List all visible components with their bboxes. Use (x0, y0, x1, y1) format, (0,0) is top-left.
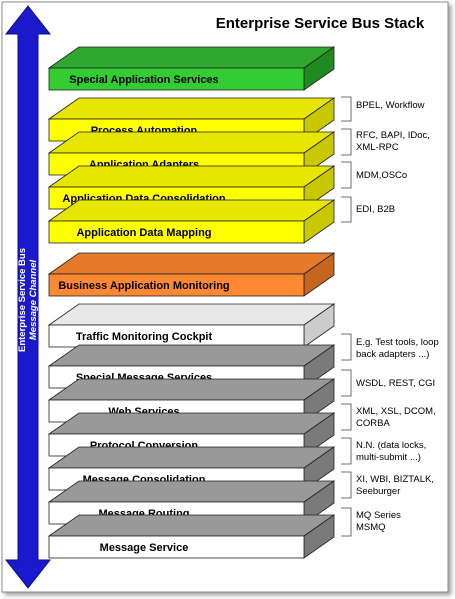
note-wsdl: WSDL, REST, CGI (341, 369, 435, 397)
note-bracket (341, 471, 352, 499)
note-bracket (341, 96, 352, 122)
note-text-line2: multi-submit ...) (356, 452, 421, 463)
diagram-title: Enterprise Service Bus Stack (216, 15, 425, 32)
note-text-line1: N.N. (data locks, (356, 440, 426, 451)
note-bracket (341, 128, 352, 156)
note-text: WSDL, REST, CGI (356, 378, 435, 389)
layer-front-face (48, 273, 305, 297)
note-text-line2: back adapters ...) (356, 349, 429, 360)
layer-label: Special Application Services (69, 74, 218, 86)
note-bracket (341, 403, 352, 431)
note-text-line2: XML-RPC (356, 142, 399, 153)
layer-label: Message Service (100, 542, 189, 554)
note-bracket (341, 161, 352, 189)
note-text-line1: XML, XSL, DCOM, (356, 406, 436, 417)
layer-front-face (48, 535, 305, 559)
note-text: EDI, B2B (356, 204, 395, 215)
layer-label: Application Data Mapping (76, 227, 211, 239)
note-bracket (341, 369, 352, 397)
layer-label: Business Application Monitoring (58, 280, 229, 292)
layer-front-face (48, 220, 305, 244)
note-bracket (341, 196, 352, 223)
layer-special-application-services: Special Application Services (47, 46, 336, 91)
channel-label-line1: Enterprise Service Bus (17, 248, 28, 352)
layer-top-face (47, 97, 336, 120)
layer-message-service: Message Service (47, 514, 336, 559)
layer-business-application-monitoring: Business Application Monitoring (47, 252, 336, 297)
note-xml: XML, XSL, DCOM, CORBA (341, 403, 436, 431)
note-mdm: MDM,OSCo (341, 161, 407, 189)
note-text: MDM,OSCo (356, 170, 407, 181)
note-nn: N.N. (data locks, multi-submit ...) (341, 437, 426, 465)
note-bracket (341, 333, 352, 361)
note-text-line1: XI, WBI, BIZTALK, (356, 474, 434, 485)
note-text: BPEL, Workflow (356, 100, 425, 111)
layer-application-data-mapping: Application Data Mapping (47, 199, 336, 244)
layer-front-face (48, 67, 305, 91)
note-xi: XI, WBI, BIZTALK, Seeburger (341, 471, 434, 499)
layer-top-face (47, 344, 336, 367)
note-text-line1: RFC, BAPI, IDoc, (356, 130, 430, 141)
layer-label: Traffic Monitoring Cockpit (76, 331, 213, 343)
note-rfc: RFC, BAPI, IDoc, XML-RPC (341, 128, 430, 156)
note-text-line2: Seeburger (356, 486, 400, 497)
layer-traffic-monitoring-cockpit: Traffic Monitoring Cockpit (47, 303, 336, 348)
layer-stack: Special Application Services Process Aut… (47, 46, 336, 559)
note-test-tools: E.g. Test tools, loop back adapters ...) (341, 333, 439, 361)
layer-top-face (47, 378, 336, 401)
note-bracket (341, 437, 352, 465)
layer-top-face (47, 131, 336, 154)
layer-top-face (47, 199, 336, 222)
note-edi: EDI, B2B (341, 196, 395, 223)
note-text-line2: CORBA (356, 418, 390, 429)
note-text-line1: MQ Series (356, 510, 401, 521)
layer-top-face (47, 514, 336, 537)
layer-top-face (47, 412, 336, 435)
note-bpel: BPEL, Workflow (341, 96, 425, 122)
layer-top-face (47, 165, 336, 188)
layer-top-face (47, 252, 336, 275)
channel-label-line2: Message Channel (28, 260, 39, 341)
note-text-line2: MSMQ (356, 522, 386, 533)
message-channel-arrow (4, 5, 52, 589)
note-bracket (341, 507, 352, 537)
layer-top-face (47, 303, 336, 326)
note-mq: MQ Series MSMQ (341, 507, 401, 537)
layer-top-face (47, 46, 336, 69)
layer-top-face (47, 480, 336, 503)
layer-top-face (47, 446, 336, 469)
annotation-notes: BPEL, Workflow RFC, BAPI, IDoc, XML-RPC … (341, 96, 439, 537)
note-text-line1: E.g. Test tools, loop (356, 337, 439, 348)
